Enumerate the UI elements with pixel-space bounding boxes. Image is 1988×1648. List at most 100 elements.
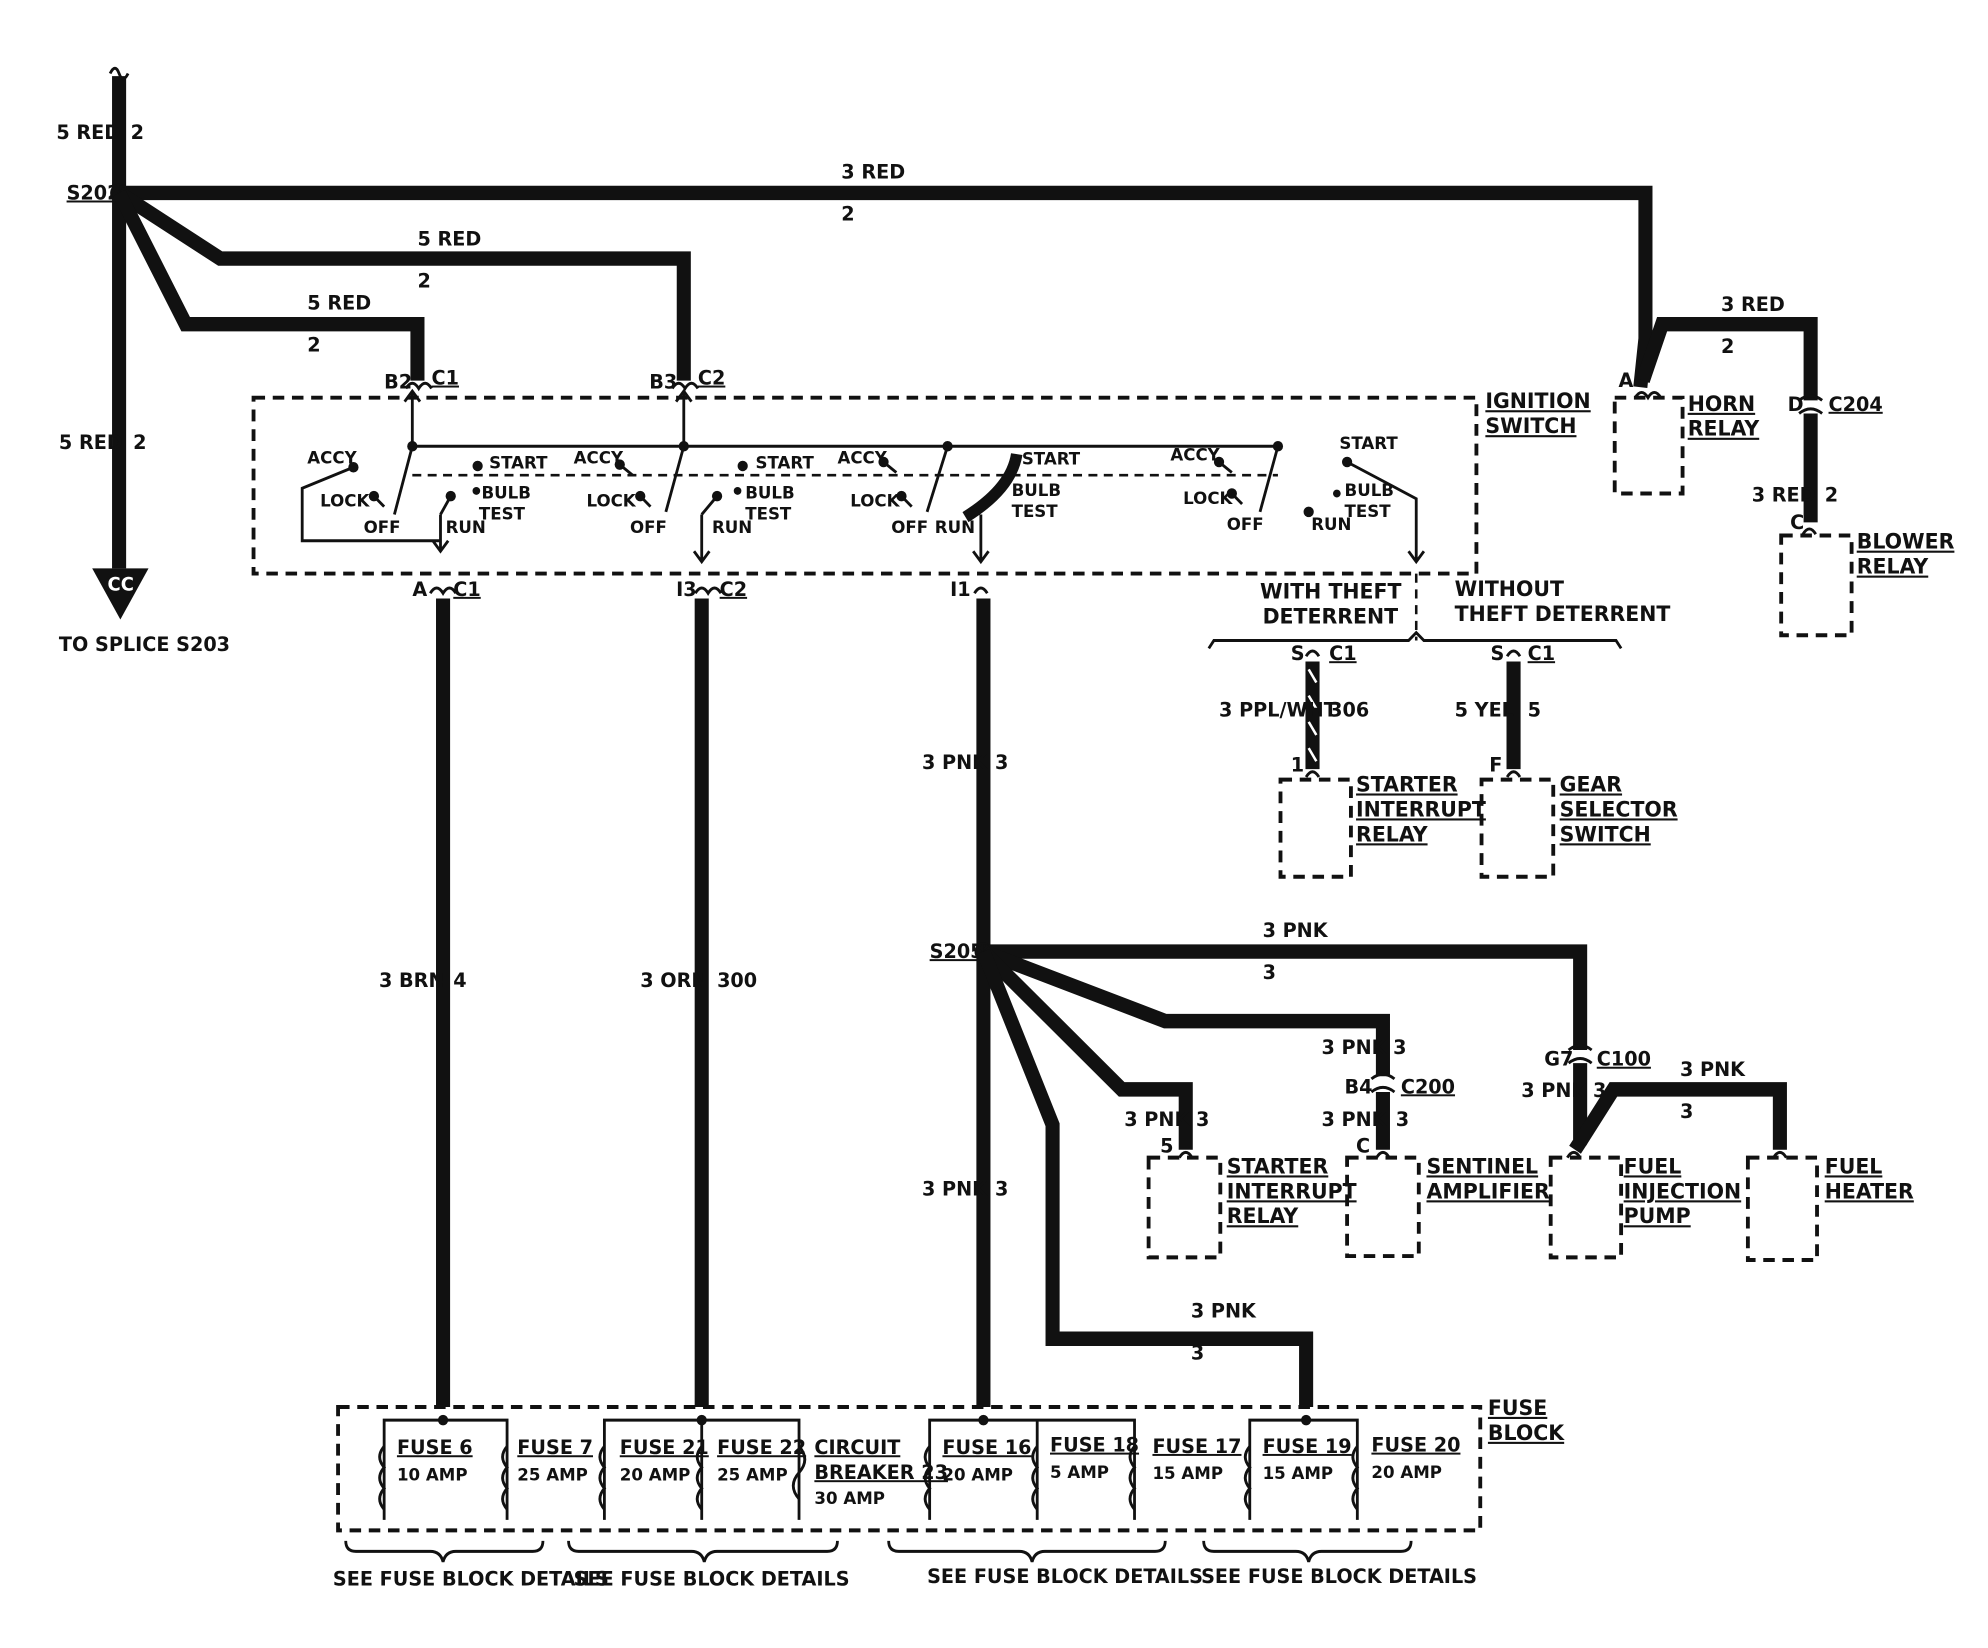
c204-label: C204 <box>1829 393 1883 416</box>
sent-pin-b4: B4 <box>1345 1075 1373 1098</box>
off-label-1: OFF <box>364 517 401 537</box>
blower-wire-num: 2 <box>1721 335 1734 358</box>
fuse-20-amp: 20 AMP <box>1371 1462 1442 1482</box>
ignition-switch-box <box>251 395 1479 576</box>
ignition-switch-label-1: IGNITION <box>1485 389 1590 413</box>
theft-w1-label: 3 PPL/WHT <box>1219 698 1337 721</box>
a-connector <box>429 586 458 596</box>
off-label-3: OFF <box>891 517 928 537</box>
horn-pin-a: A <box>1619 369 1634 392</box>
blower-wire2-num: 2 <box>1825 483 1838 506</box>
fi-w-label: 3 PNK <box>1521 1079 1587 1102</box>
fuse-block-label-1: FUSE <box>1488 1396 1547 1420</box>
theft-conn-2b <box>1505 770 1522 778</box>
ignition-switch-label-2: SWITCH <box>1485 414 1576 438</box>
wire-num-top: 2 <box>131 121 144 144</box>
theft-w2-num: 5 <box>1528 698 1541 721</box>
sent-w-num: 3 <box>1393 1036 1406 1059</box>
pnk1-num: 3 <box>995 751 1008 774</box>
blower-wire-label: 3 RED <box>1721 293 1785 316</box>
test-label-3: TEST <box>1012 501 1059 521</box>
pin-b3: B3 <box>649 370 677 393</box>
theft-pin-s1: S <box>1291 642 1305 665</box>
accy-label-1: ACCY <box>307 447 357 467</box>
blower-connector <box>1801 527 1817 536</box>
theft-w1-num: 306 <box>1329 698 1369 721</box>
fuse-7: FUSE 7 <box>517 1436 593 1459</box>
fuse-19: FUSE 19 <box>1263 1435 1352 1458</box>
sir-w-label: 3 PNK <box>1124 1108 1190 1131</box>
test-label-4: TEST <box>1345 501 1392 521</box>
b3-connector <box>671 381 700 392</box>
start-label-3: START <box>1022 448 1081 468</box>
run-label-1: RUN <box>446 517 486 537</box>
blower-wire2-label: 3 RED <box>1752 483 1816 506</box>
sir2-label-1: STARTER <box>1227 1154 1329 1178</box>
sir2-label-3: RELAY <box>1227 1204 1299 1228</box>
bulb-label-2: BULB <box>745 483 794 503</box>
cc-arrow <box>92 568 149 620</box>
wire-5red-b2 <box>112 189 425 381</box>
wire-s205-fuse19 <box>976 948 1314 1407</box>
wire-num-b3: 2 <box>417 269 430 292</box>
fuse-18: FUSE 18 <box>1050 1433 1139 1456</box>
fuse-16-amp: 20 AMP <box>942 1464 1013 1484</box>
fuse-6: FUSE 6 <box>397 1436 473 1459</box>
orn-label: 3 ORN <box>640 969 707 992</box>
run-label-4: RUN <box>1311 514 1351 534</box>
lock-label-1: LOCK <box>320 490 370 510</box>
c1-bottom-label: C1 <box>453 578 480 601</box>
with-theft-1: WITH THEFT <box>1260 579 1402 603</box>
c100-connector <box>1567 1043 1593 1065</box>
bulb-label-1: BULB <box>481 483 530 503</box>
pnk2-label: 3 PNK <box>922 1177 988 1200</box>
see-details-3: SEE FUSE BLOCK DETAILS <box>927 1565 1203 1588</box>
off-label-4: OFF <box>1227 514 1264 534</box>
fuel-heater-box <box>1745 1155 1819 1262</box>
fuel-injection-pump-box <box>1548 1155 1624 1260</box>
gs-label-2: SELECTOR <box>1560 797 1678 821</box>
blower-relay-label-1: BLOWER <box>1857 529 1955 553</box>
c100-label: C100 <box>1597 1048 1651 1071</box>
splice-s202-label: S202 <box>67 181 121 204</box>
fh-w-num: 3 <box>1680 1100 1693 1123</box>
wire-label-3red: 3 RED <box>841 160 905 183</box>
fuse-16: FUSE 16 <box>942 1436 1031 1459</box>
accy-label-3: ACCY <box>837 447 887 467</box>
see-details-1: SEE FUSE BLOCK DETAILS <box>333 1567 609 1590</box>
blower-pin-c: C <box>1790 511 1804 534</box>
pin-b2: B2 <box>384 370 412 393</box>
c200-connector <box>1370 1072 1396 1094</box>
wire-num-down: 2 <box>133 431 146 454</box>
blower-relay-box <box>1779 533 1854 638</box>
c1-top-label: C1 <box>432 366 459 389</box>
horn-relay-label-1: HORN <box>1688 392 1755 416</box>
wire-label-5red-down: 5 RED <box>59 431 123 454</box>
fh-label-1: FUEL <box>1825 1154 1883 1178</box>
off-label-2: OFF <box>630 517 667 537</box>
wire-5red-b3 <box>115 186 691 381</box>
fuse-18-amp: 5 AMP <box>1050 1462 1109 1482</box>
theft-conn-2 <box>1505 649 1522 658</box>
run-label-3: RUN <box>935 517 975 537</box>
f19-w-label: 3 PNK <box>1191 1300 1257 1323</box>
fi-label-3: PUMP <box>1624 1204 1691 1228</box>
fuse-detail-braces <box>344 1540 1413 1563</box>
circuit-breaker-1: CIRCUIT <box>814 1436 901 1459</box>
sir1-label-3: RELAY <box>1356 822 1428 846</box>
wire-s205-sentinel <box>980 944 1390 1077</box>
break-symbol <box>108 66 130 81</box>
fuse-block-box <box>336 1405 1483 1533</box>
orn-num: 300 <box>717 969 757 992</box>
brn-label: 3 BRN <box>379 969 445 992</box>
fi-label-2: INJECTION <box>1624 1179 1742 1203</box>
pin-a-bottom: A <box>412 578 427 601</box>
fuse-21-amp: 20 AMP <box>620 1464 691 1484</box>
gear-selector-switch-box <box>1479 777 1556 879</box>
pin-i3: I3 <box>676 578 697 601</box>
theft-w2-label: 5 YEL <box>1455 698 1514 721</box>
lock-label-3: LOCK <box>850 490 900 510</box>
with-theft-2: DETERRENT <box>1263 604 1399 628</box>
sent-w2-num: 3 <box>1396 1108 1409 1131</box>
without-theft-2: THEFT DETERRENT <box>1455 602 1672 626</box>
